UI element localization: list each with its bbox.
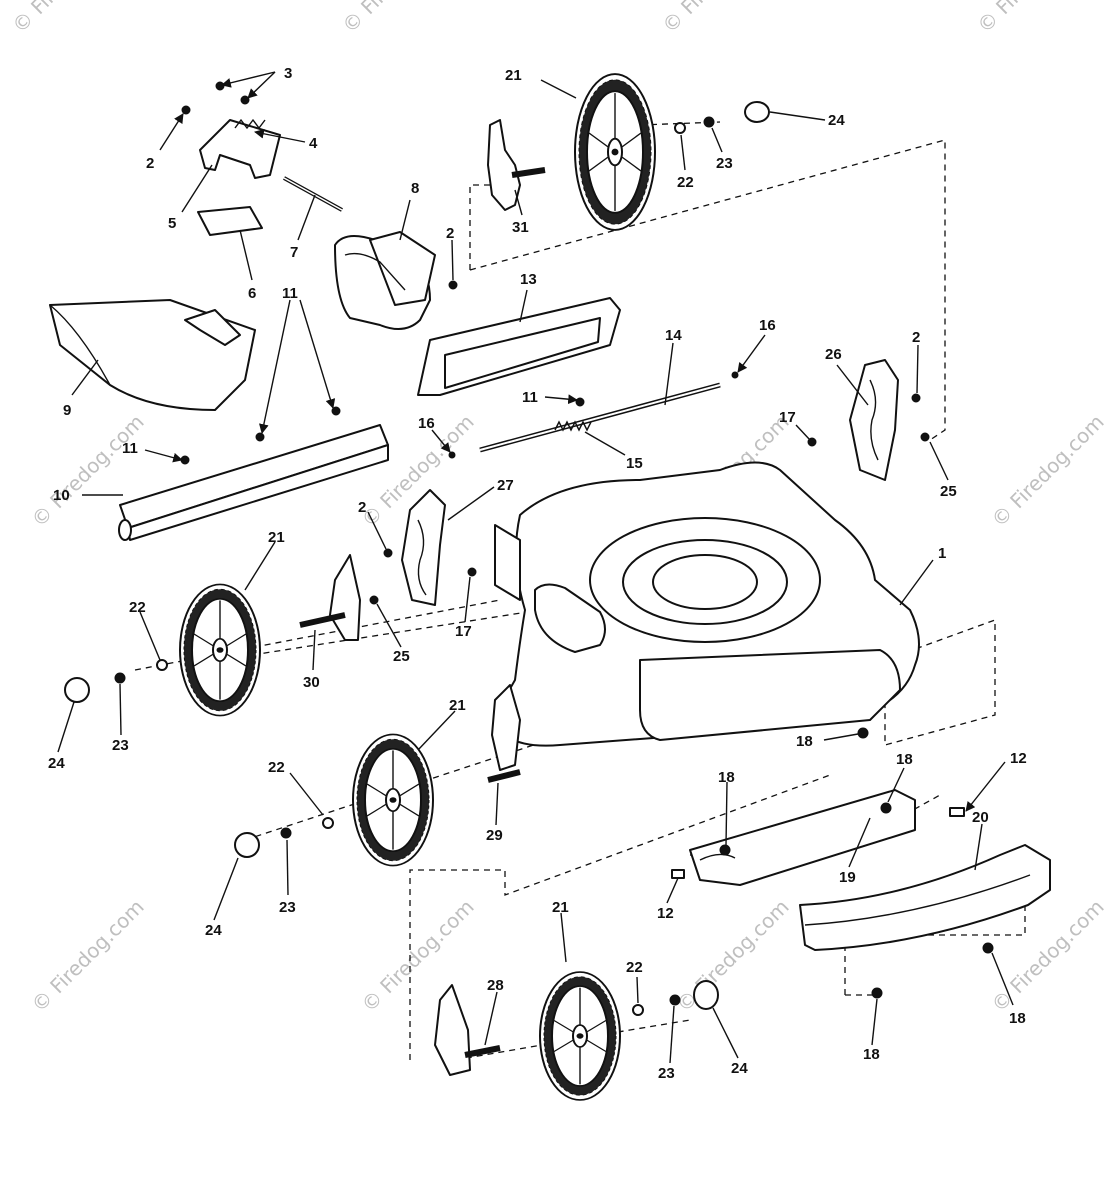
watermark: © Firedog.com: [972, 0, 1094, 38]
callout-part-24: 24: [205, 922, 222, 939]
wheel-bracket-31: [487, 119, 546, 211]
callout-part-22: 22: [268, 759, 285, 776]
bracket-assembly: [197, 118, 343, 236]
wheel-rear-left: [179, 583, 261, 717]
callout-part-24: 24: [731, 1060, 748, 1077]
callout-part-21: 21: [268, 529, 285, 546]
callout-part-9: 9: [63, 402, 71, 419]
callout-part-23: 23: [112, 737, 129, 754]
mower-deck: [494, 461, 920, 747]
axle-rod: [479, 382, 721, 453]
hubcaps: [64, 101, 770, 1010]
front-axle-bracket: [689, 789, 916, 886]
small-hardware: [114, 81, 994, 1016]
callout-part-16: 16: [418, 415, 435, 432]
callout-part-17: 17: [779, 409, 796, 426]
callout-part-11: 11: [522, 389, 538, 406]
callout-part-2: 2: [146, 155, 154, 172]
front-bumper: [799, 844, 1051, 951]
callout-part-25: 25: [940, 483, 957, 500]
callout-part-15: 15: [626, 455, 643, 472]
callout-part-21: 21: [505, 67, 522, 84]
wheel-front-right: [539, 971, 621, 1101]
callout-part-6: 6: [248, 285, 256, 302]
handle-bracket: [334, 231, 436, 330]
callout-part-18: 18: [718, 769, 735, 786]
watermark: © Firedog.com: [337, 0, 459, 38]
watermark: © Firedog.com: [672, 895, 794, 1017]
callout-part-31: 31: [512, 219, 529, 236]
callout-part-4: 4: [309, 135, 318, 152]
callout-part-13: 13: [520, 271, 537, 288]
callout-part-23: 23: [716, 155, 733, 172]
callout-part-25: 25: [393, 648, 410, 665]
height-adjuster-plates: [401, 359, 899, 606]
callout-part-24: 24: [828, 112, 845, 129]
watermark: © Firedog.com: [987, 410, 1109, 532]
callout-part-28: 28: [487, 977, 504, 994]
callout-labels: 1 2 2 2 2 3 4 5 6 7 8 9 10 11 11 11 12 1…: [48, 65, 1027, 1082]
callout-part-10: 10: [53, 487, 70, 504]
discharge-cover: [417, 297, 621, 396]
callout-part-3: 3: [284, 65, 292, 82]
callout-part-16: 16: [759, 317, 776, 334]
watermark: © Firedog.com: [657, 0, 779, 38]
callout-part-8: 8: [411, 180, 419, 197]
callout-part-26: 26: [825, 346, 842, 363]
callout-part-23: 23: [658, 1065, 675, 1082]
callout-part-2: 2: [446, 225, 454, 242]
rear-flap: [49, 299, 256, 411]
callout-part-18: 18: [863, 1046, 880, 1063]
callout-part-27: 27: [497, 477, 514, 494]
callout-part-22: 22: [129, 599, 146, 616]
callout-part-30: 30: [303, 674, 320, 691]
callout-part-5: 5: [168, 215, 176, 232]
callout-part-17: 17: [455, 623, 472, 640]
wheel-front-left: [352, 733, 434, 867]
wheel-rear-right: [574, 73, 656, 231]
callout-part-23: 23: [279, 899, 296, 916]
callout-part-20: 20: [972, 809, 989, 826]
callout-part-14: 14: [665, 327, 682, 344]
callout-part-12: 12: [1010, 750, 1027, 767]
callout-part-7: 7: [290, 244, 298, 261]
callout-part-21: 21: [552, 899, 569, 916]
spring: [554, 420, 592, 432]
callout-part-11: 11: [122, 440, 138, 457]
callout-part-18: 18: [896, 751, 913, 768]
wheel-bracket-30: [299, 554, 361, 641]
leader-lines: [57, 71, 1014, 1064]
callout-part-18: 18: [1009, 1010, 1026, 1027]
callout-part-24: 24: [48, 755, 65, 772]
callout-part-1: 1: [938, 545, 946, 562]
callout-part-12: 12: [657, 905, 674, 922]
callout-part-2: 2: [912, 329, 920, 346]
wheel-bracket-28: [434, 984, 501, 1076]
callout-part-22: 22: [626, 959, 643, 976]
callout-part-19: 19: [839, 869, 856, 886]
watermark: © Firedog.com: [7, 0, 129, 38]
callout-part-21: 21: [449, 697, 466, 714]
callout-part-18: 18: [796, 733, 813, 750]
callout-part-11: 11: [282, 285, 298, 302]
watermark: © Firedog.com: [357, 895, 479, 1017]
callout-part-22: 22: [677, 174, 694, 191]
callout-part-29: 29: [486, 827, 503, 844]
rear-bar: [118, 424, 389, 541]
callout-part-2: 2: [358, 499, 366, 516]
wheel-bracket-29: [487, 684, 521, 783]
watermark: © Firedog.com: [27, 895, 149, 1017]
